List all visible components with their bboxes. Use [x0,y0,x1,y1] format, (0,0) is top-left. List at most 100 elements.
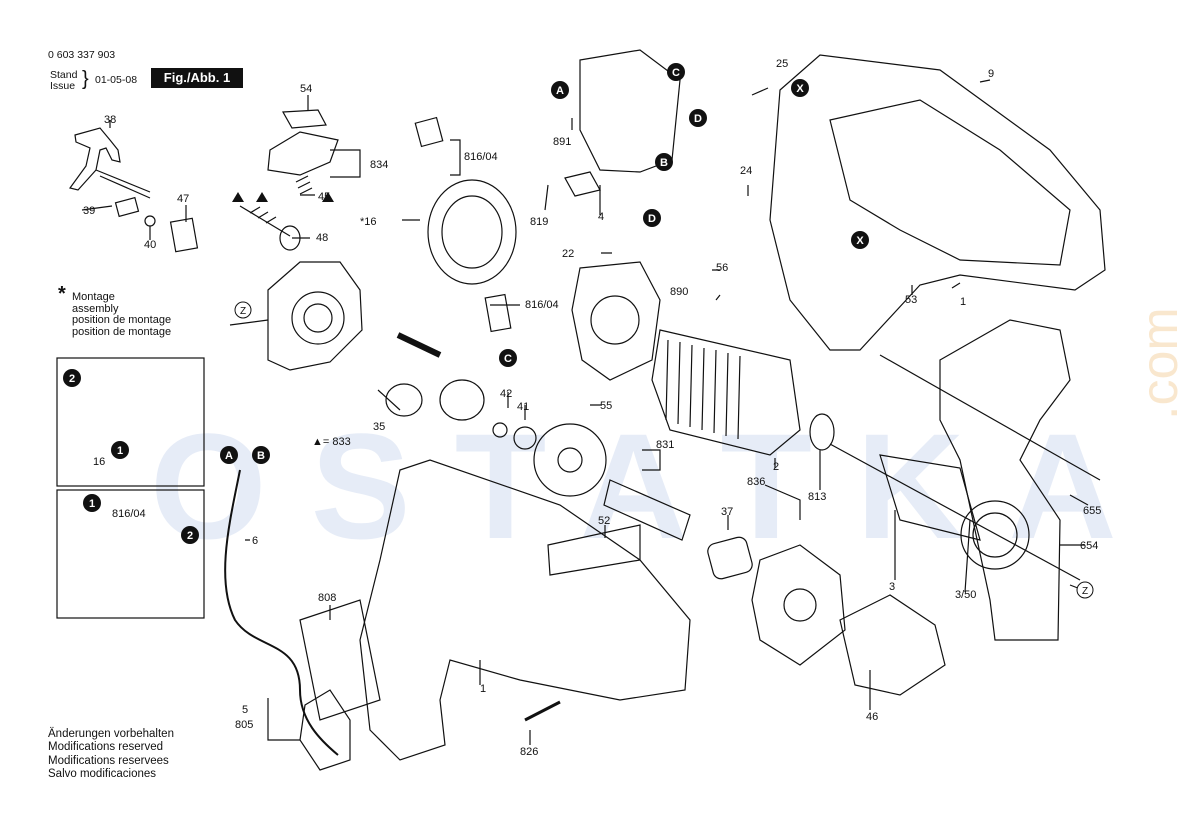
label-40: 40 [144,239,156,251]
cap-834 [267,131,339,176]
part-40 [144,215,156,227]
spring-48 [239,205,291,237]
label-2: 2 [773,461,779,473]
cable-6 [224,469,339,756]
lever-shaft [95,169,151,199]
marker-A-cable-label: A [225,450,233,462]
marker-X-mid [851,231,869,249]
triangle-marker-icon [232,192,334,202]
label-890: 890 [670,286,688,298]
bearing-833 [439,379,485,421]
marker-D-label: D [694,113,702,125]
screw-826 [524,700,561,722]
bearing-813 [809,413,835,451]
washer-42 [492,422,508,438]
marker-1-bottom-label: 1 [89,498,95,510]
watermark-text: OSTATKA [150,402,1161,570]
marker-B-label: B [660,157,668,169]
marker-D-switch [689,109,707,127]
end-shield-bore [291,291,345,345]
gear-41 [533,423,607,497]
label-4: 4 [598,211,604,223]
marker-X-top-label: X [796,83,804,95]
assembly-line: position de montage [72,325,172,338]
aux-handle-655 [939,319,1071,641]
label-24: 24 [740,165,752,177]
marker-D-wire-label: D [648,213,656,225]
marker-2-bottom-label: 2 [187,530,193,542]
part-number: 0 603 337 903 [48,49,116,61]
pin [396,332,442,358]
assembly-line: Montage [72,291,115,303]
brush-holder-16 [427,179,517,285]
marker-Z-left-label: Z [240,306,246,317]
label-25: 25 [776,58,788,70]
issue-date: 01-05-08 [95,74,138,86]
field-holder [571,261,661,381]
marker-C-wire [499,349,517,367]
lever-38 [68,127,121,191]
assembly-line: assembly [72,302,119,315]
label-826: 826 [520,746,538,758]
plug-805 [299,689,351,771]
part-808 [299,599,381,721]
marker-D-wire [643,209,661,227]
label-654: 654 [1080,540,1098,552]
footer-notes: Änderungen vorbehalten Modifications res… [48,728,174,782]
marker-B-cable [252,446,270,464]
assembly-note: Montage assembly position de montage pos… [72,291,172,338]
assembly-line: position de montage [72,314,172,327]
label-5: 5 [242,704,248,716]
armature-3 [879,454,981,541]
footer-note: Änderungen vorbehalten [48,728,174,740]
marker-1-top-label: 1 [117,445,123,457]
label-47: 47 [177,193,189,205]
marker-C-label: C [672,67,680,79]
label-805: 805 [235,719,253,731]
depth-rod-654 [879,354,1101,481]
label-35: 35 [373,421,385,433]
footer-note: Modifications reserved [48,741,164,754]
spring-45 [295,175,313,195]
footer-note: Salvo modificaciones [48,768,157,781]
label-834: 834 [370,159,388,171]
label-16-inset: 16 [93,456,105,468]
label-56: 56 [716,262,728,274]
marker-A-cable [220,446,238,464]
housing-9 [769,54,1106,351]
label-46: 46 [866,711,878,723]
label-41: 41 [517,401,529,413]
label-37: 37 [721,506,733,518]
part-54 [282,109,327,129]
label-55: 55 [600,400,612,412]
label-39: 39 [83,205,95,217]
fan-3-50 [960,500,1030,570]
label-655: 655 [1083,505,1101,517]
marker-Z-right-label: Z [1082,586,1088,597]
label-16: *16 [360,216,377,228]
marker-X-mid-label: X [856,235,864,247]
stand-label: Stand [50,69,78,81]
marker-2-top [63,369,81,387]
label-808: 808 [318,592,336,604]
marker-1-bottom [83,494,101,512]
marker-A-switch [551,81,569,99]
label-3-50: 3/50 [955,589,976,601]
sleeve-35 [385,383,423,417]
label-3: 3 [889,581,895,593]
assembly-star: * [58,283,66,305]
marker-X-top [791,79,809,97]
marker-2-top-label: 2 [69,373,75,385]
label-816-04-mid: 816/04 [525,299,559,311]
part-labels: 38 39 40 47 54 834 45 48 816/04 *16 816/… [83,58,1101,758]
gearbox-836 [751,544,846,666]
armature-shaft [829,443,1081,581]
label-53: 53 [905,294,917,306]
label-833: ▲= 833 [312,436,351,448]
brace-icon: } [82,68,89,90]
housing-body-1 [359,459,691,761]
figure-label: Fig./Abb. 1 [151,68,243,88]
chuck-46 [839,594,946,696]
brush-816-04-mid [484,293,512,333]
